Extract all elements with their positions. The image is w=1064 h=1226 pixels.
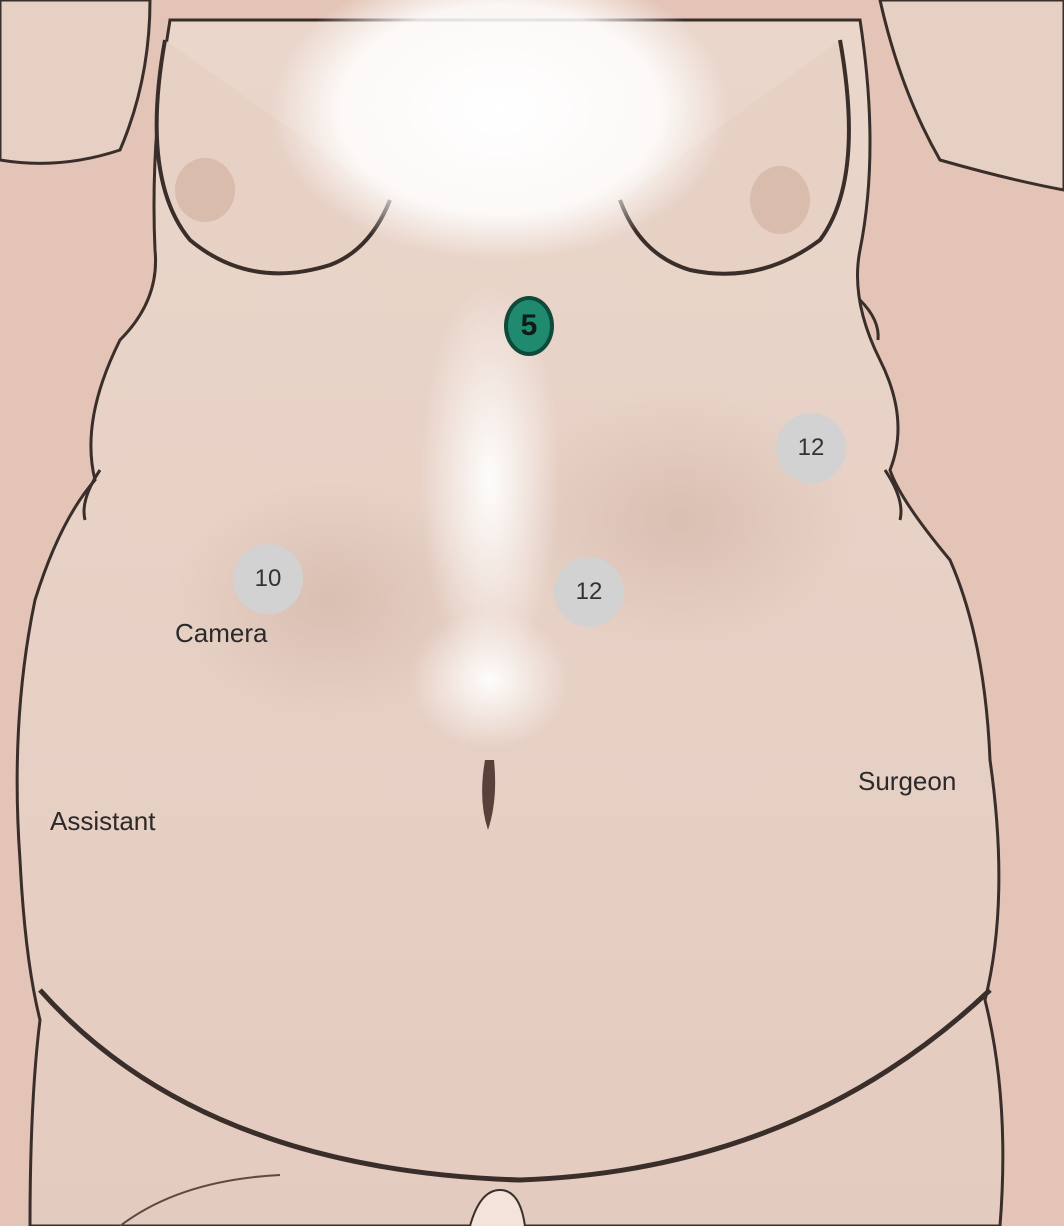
port-epigastric-size: 5 bbox=[521, 309, 538, 343]
right-nipple bbox=[750, 166, 810, 234]
port-right-mid: 10 bbox=[233, 544, 303, 614]
port-epigastric: 5 bbox=[504, 296, 554, 356]
assistant-label: Assistant bbox=[50, 806, 156, 837]
left-nipple bbox=[175, 158, 235, 222]
port-left-upper-size: 12 bbox=[798, 434, 825, 462]
port-right-mid-size: 10 bbox=[255, 565, 282, 593]
port-center-size: 12 bbox=[576, 578, 603, 606]
surgeon-label: Surgeon bbox=[858, 766, 956, 797]
port-center: 12 bbox=[554, 557, 624, 627]
camera-label: Camera bbox=[175, 618, 267, 649]
highlight-umbilical bbox=[410, 610, 570, 750]
port-left-upper: 12 bbox=[776, 413, 846, 483]
